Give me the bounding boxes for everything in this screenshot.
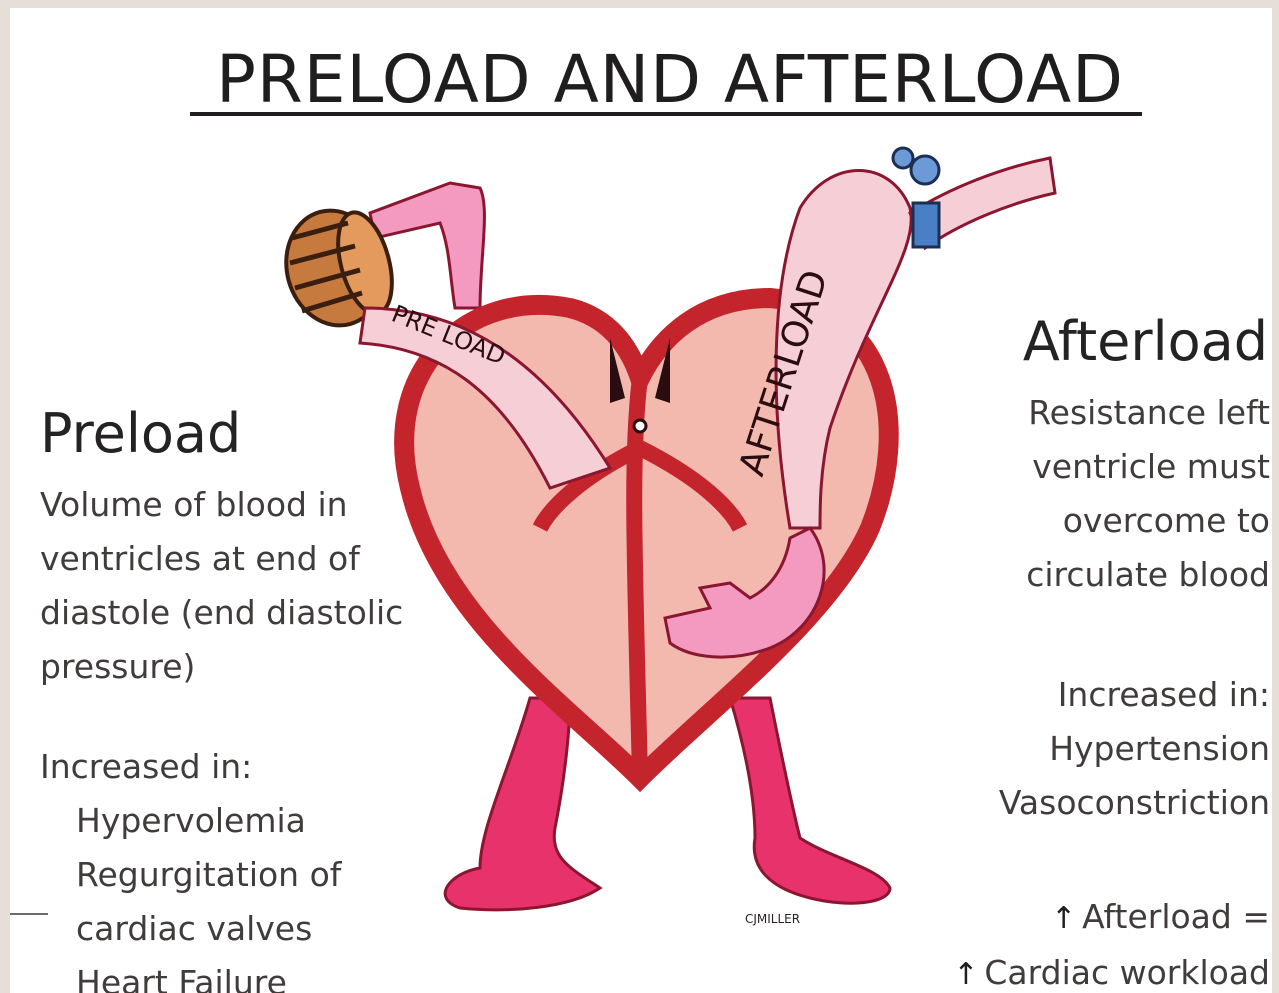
list-item: Vasoconstriction — [890, 776, 1270, 830]
afterload-increased-label: Increased in: — [890, 668, 1270, 722]
list-item: Hypertension — [890, 722, 1270, 776]
equation-line: ↑Afterload = — [850, 890, 1270, 946]
afterload-desc-line: circulate blood — [890, 548, 1270, 602]
arrow-up-icon: ↑ — [953, 957, 978, 992]
equation-term: Afterload = — [1082, 897, 1270, 936]
preload-desc-line: pressure) — [40, 640, 470, 694]
equation-line: ↑Cardiac workload — [850, 946, 1270, 993]
preload-desc-line: diastole (end diastolic — [40, 586, 470, 640]
list-item: Hypervolemia — [40, 794, 460, 848]
preload-description: Volume of blood in ventricles at end of … — [40, 478, 470, 694]
preload-desc-line: Volume of blood in — [40, 478, 470, 532]
afterload-desc-line: ventricle must — [890, 440, 1270, 494]
slide: PRELOAD AND AFTERLOAD AF — [10, 8, 1272, 993]
preload-increased-list: Increased in: Hypervolemia Regurgitation… — [40, 740, 460, 993]
equation-result: Cardiac workload — [984, 953, 1270, 992]
list-item: cardiac valves — [40, 902, 460, 956]
preload-desc-line: ventricles at end of — [40, 532, 470, 586]
afterload-description: Resistance left ventricle must overcome … — [890, 386, 1270, 602]
afterload-increased-list: Increased in: Hypertension Vasoconstrict… — [890, 668, 1270, 830]
afterload-desc-line: overcome to — [890, 494, 1270, 548]
preload-increased-label: Increased in: — [40, 740, 460, 794]
afterload-desc-line: Resistance left — [890, 386, 1270, 440]
list-item: Regurgitation of — [40, 848, 460, 902]
arrow-up-icon: ↑ — [1051, 901, 1076, 936]
list-item: Heart Failure — [40, 956, 460, 993]
valve — [913, 203, 939, 247]
afterload-heading: Afterload — [910, 310, 1268, 374]
artist-signature: CJMILLER — [745, 912, 800, 926]
preload-heading: Preload — [40, 402, 241, 466]
afterload-equation: ↑Afterload = ↑Cardiac workload — [850, 890, 1270, 993]
